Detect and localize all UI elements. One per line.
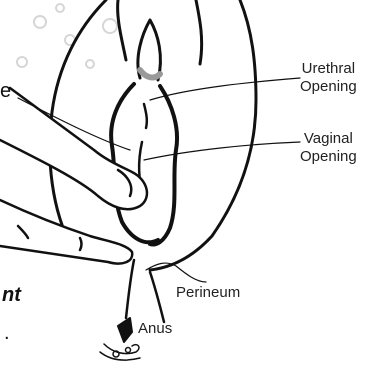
perineum-label: Perineum xyxy=(176,284,240,302)
urethral-opening-label: Urethral Opening xyxy=(300,60,357,96)
anus-label: Anus xyxy=(138,320,172,338)
urethral-label-line1: Urethral xyxy=(300,60,357,78)
vaginal-opening-label: Vaginal Opening xyxy=(300,130,357,166)
vaginal-label-line1: Vaginal xyxy=(300,130,357,148)
clitoral-hood xyxy=(138,20,161,80)
body-outline xyxy=(50,0,256,270)
labia xyxy=(111,84,177,244)
hand-illustration xyxy=(0,88,147,264)
anus-shape xyxy=(100,318,140,360)
cropped-text-bottom: . xyxy=(4,322,10,344)
vaginal-leader xyxy=(144,142,300,160)
vaginal-label-line2: Opening xyxy=(300,148,357,166)
cropped-text-bold: nt xyxy=(2,284,21,306)
urethral-leader xyxy=(150,78,300,100)
urethral-label-line2: Opening xyxy=(300,78,357,96)
cropped-text-top: e xyxy=(0,80,11,102)
perineum-leader xyxy=(146,263,206,282)
